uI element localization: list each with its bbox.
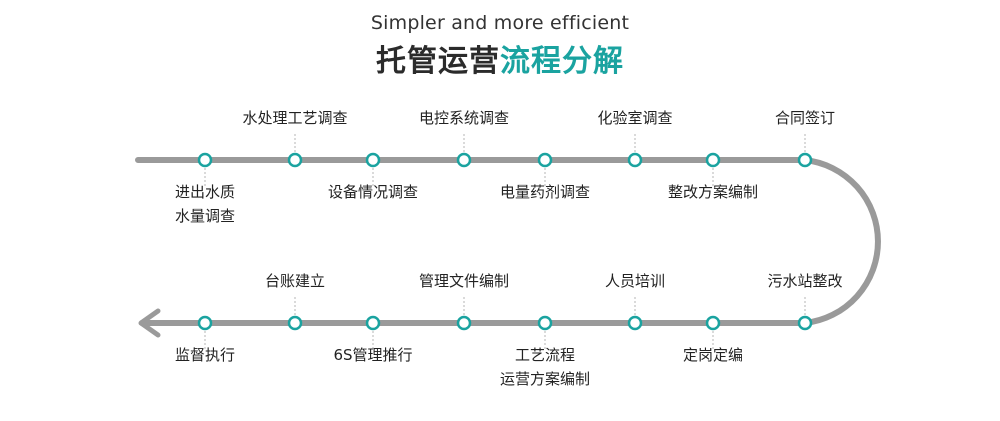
step-label-line: 运营方案编制 bbox=[499, 370, 590, 388]
step-label-line: 监督执行 bbox=[174, 346, 235, 364]
step-label: 污水站整改 bbox=[720, 269, 890, 293]
step-label-line: 水处理工艺调查 bbox=[242, 109, 348, 127]
step-label: 化验室调查 bbox=[550, 106, 720, 130]
flow-node bbox=[627, 315, 643, 331]
title-accent-part: 流程分解 bbox=[500, 44, 624, 79]
step-label: 合同签订 bbox=[720, 106, 890, 130]
step-label: 整改方案编制 bbox=[628, 180, 798, 204]
header: Simpler and more efficient 托管运营流程分解 bbox=[0, 0, 1000, 90]
title-dark-part: 托管运营 bbox=[376, 44, 500, 79]
step-label: 6S管理推行 bbox=[288, 343, 458, 367]
step-label-line: 污水站整改 bbox=[767, 272, 843, 290]
step-label: 监督执行 bbox=[120, 343, 290, 367]
flow-node bbox=[365, 152, 381, 168]
step-label-line: 工艺流程 bbox=[514, 346, 575, 364]
flow-node bbox=[797, 315, 813, 331]
arrowhead-icon bbox=[138, 308, 161, 338]
step-label-line: 6S管理推行 bbox=[333, 346, 413, 364]
flow-track bbox=[135, 157, 881, 326]
flow-node bbox=[287, 315, 303, 331]
step-label: 进出水质水量调查 bbox=[120, 180, 290, 228]
flow-node bbox=[197, 315, 213, 331]
step-label-line: 设备情况调查 bbox=[327, 183, 418, 201]
flow-node bbox=[365, 315, 381, 331]
connector-lines bbox=[204, 134, 806, 349]
step-label-line: 定岗定编 bbox=[682, 346, 743, 364]
flow-node bbox=[287, 152, 303, 168]
step-label-line: 化验室调查 bbox=[597, 109, 673, 127]
step-label: 水处理工艺调查 bbox=[210, 106, 380, 130]
subtitle: Simpler and more efficient bbox=[370, 12, 630, 34]
step-label: 定岗定编 bbox=[628, 343, 798, 367]
flow-node bbox=[456, 315, 472, 331]
step-label: 设备情况调查 bbox=[288, 180, 458, 204]
step-label-line: 电控系统调查 bbox=[418, 109, 509, 127]
flow-node bbox=[456, 152, 472, 168]
flow-node bbox=[797, 152, 813, 168]
step-label-line: 台账建立 bbox=[264, 272, 325, 290]
step-label: 台账建立 bbox=[210, 269, 380, 293]
flow-node bbox=[537, 315, 553, 331]
step-label: 人员培训 bbox=[550, 269, 720, 293]
page-title: 托管运营流程分解 bbox=[0, 36, 1000, 80]
flow-node bbox=[705, 152, 721, 168]
flow-node bbox=[197, 152, 213, 168]
step-label-line: 水量调查 bbox=[174, 207, 235, 225]
step-label-line: 整改方案编制 bbox=[667, 183, 758, 201]
step-label-line: 人员培训 bbox=[604, 272, 665, 290]
step-label: 电控系统调查 bbox=[379, 106, 549, 130]
step-label-line: 管理文件编制 bbox=[418, 272, 509, 290]
step-label: 电量药剂调查 bbox=[460, 180, 630, 204]
flow-nodes bbox=[197, 152, 813, 331]
step-label-line: 电量药剂调查 bbox=[499, 183, 590, 201]
step-label-line: 进出水质 bbox=[174, 183, 235, 201]
flow-node bbox=[537, 152, 553, 168]
step-label: 工艺流程运营方案编制 bbox=[460, 343, 630, 391]
flow-node bbox=[627, 152, 643, 168]
step-label-line: 合同签订 bbox=[774, 109, 835, 127]
flow-node bbox=[705, 315, 721, 331]
step-label: 管理文件编制 bbox=[379, 269, 549, 293]
